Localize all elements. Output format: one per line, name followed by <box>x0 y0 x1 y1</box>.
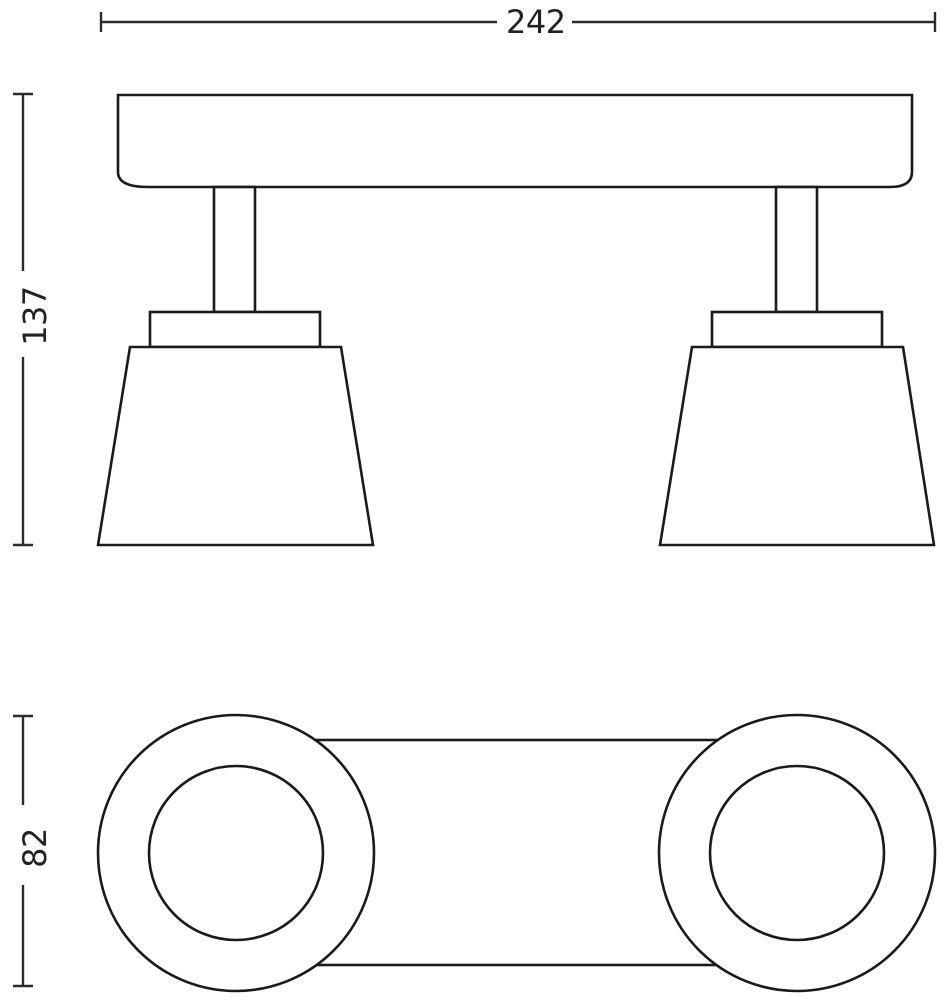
depth-dimension-label: 82 <box>16 814 54 882</box>
right-collar <box>710 310 884 349</box>
right-lamp-shade <box>658 345 936 547</box>
height-dimension-line <box>13 92 33 547</box>
left-head-inner-ring <box>147 764 325 942</box>
mounting-bar <box>116 93 914 189</box>
right-stem <box>774 185 819 314</box>
left-collar <box>148 310 322 349</box>
left-lamp-shade <box>96 345 375 547</box>
width-dimension-line <box>99 12 937 32</box>
left-stem <box>212 185 257 314</box>
plan-view <box>96 713 937 993</box>
width-dimension-label: 242 <box>500 6 572 38</box>
height-dimension-label: 137 <box>16 275 54 357</box>
depth-dimension-line <box>13 714 33 988</box>
right-head-inner-ring <box>708 764 886 942</box>
side-view <box>96 93 936 547</box>
